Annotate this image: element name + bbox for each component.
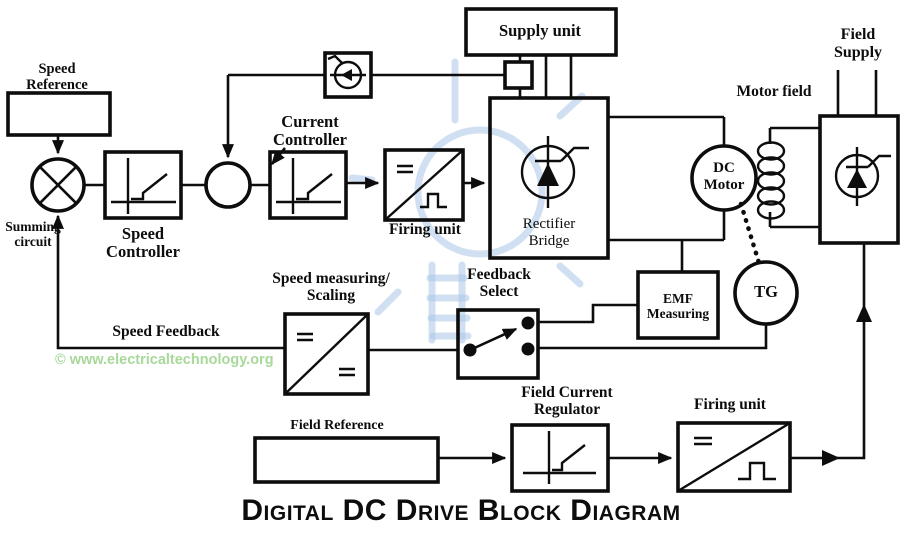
speed-feedback-line bbox=[52, 214, 285, 350]
motor-field-label: Motor field bbox=[736, 83, 812, 100]
field-current-regulator-block bbox=[510, 423, 610, 493]
motor-field-wires bbox=[768, 126, 820, 229]
speed-measuring-label: Speed measuring/ Scaling bbox=[272, 270, 390, 305]
field-reference-box bbox=[253, 436, 440, 484]
speed-reference-label: Speed Reference bbox=[26, 61, 88, 94]
firing-unit-field-block bbox=[676, 421, 792, 493]
lightbulb-watermark bbox=[348, 58, 586, 344]
switch-arm bbox=[469, 327, 518, 352]
adaptation-arrow bbox=[270, 147, 287, 166]
current-sensor-icon bbox=[327, 54, 366, 90]
supply-tap-box bbox=[503, 60, 534, 90]
firing-unit-field-label: Firing unit bbox=[694, 396, 766, 413]
diagram-title: Digital DC Drive Block Diagram bbox=[241, 494, 681, 527]
emf-measuring-block bbox=[636, 270, 720, 340]
field-converter-block bbox=[818, 114, 900, 245]
supply-feeder-lines bbox=[518, 55, 573, 98]
pulse-symbol-field bbox=[738, 461, 776, 481]
thyristor-icon bbox=[520, 136, 589, 208]
current-controller-label: Current Controller bbox=[273, 112, 347, 150]
field-current-regulator-label: Field Current Regulator bbox=[521, 384, 613, 419]
field-supply-label: Field Supply bbox=[833, 26, 883, 61]
dc-equals-symbol-field bbox=[694, 436, 712, 446]
feedback-select-block bbox=[456, 308, 540, 380]
firing2-to-fieldconv-line bbox=[790, 243, 866, 460]
switch-emf-contact-dot bbox=[521, 316, 535, 330]
summing-circuit-symbol bbox=[30, 157, 86, 213]
firing-unit-label: Firing unit bbox=[389, 221, 461, 238]
field-thyristor-icon bbox=[834, 147, 891, 206]
current-controller-block bbox=[268, 147, 348, 220]
field-supply-lines bbox=[836, 70, 878, 116]
armature-bottom-line bbox=[608, 210, 726, 242]
field-reference-label: Field Reference bbox=[290, 418, 384, 433]
equals-upper-symbol bbox=[297, 332, 313, 342]
speed-controller-label: Speed Controller bbox=[106, 224, 180, 262]
switch-tg-contact-dot bbox=[521, 342, 535, 356]
dc-equals-symbol bbox=[397, 164, 413, 174]
armature-top-line bbox=[608, 115, 726, 146]
summing-circuit-label: Summing circuit bbox=[5, 219, 61, 250]
equals-lower-symbol bbox=[339, 367, 355, 377]
field-line-right-arrowhead bbox=[822, 450, 840, 466]
pulse-symbol bbox=[420, 192, 447, 209]
rectifier-bridge-label: Rectifier Bridge bbox=[522, 216, 576, 249]
tg-label: TG bbox=[754, 282, 778, 301]
tachogenerator-circle bbox=[733, 260, 799, 326]
motor-tg-coupling-dotted bbox=[738, 201, 762, 266]
dc-motor-label: DC Motor bbox=[703, 160, 745, 193]
dc-motor-circle bbox=[690, 144, 758, 212]
field-line-up-arrowhead bbox=[856, 304, 872, 322]
field-coil bbox=[756, 141, 786, 220]
supply-unit-box bbox=[464, 7, 618, 57]
speed-reference-box bbox=[6, 91, 112, 137]
speed-feedback-label: Speed Feedback bbox=[112, 323, 220, 340]
speed-controller-block bbox=[103, 150, 183, 220]
tg-to-switch-line bbox=[538, 324, 768, 350]
supply-unit-label: Supply unit bbox=[498, 21, 582, 40]
emf-to-switch-line bbox=[538, 303, 638, 324]
current-sensor-block bbox=[323, 51, 373, 99]
firing-unit-main-block bbox=[383, 148, 465, 222]
signal-lines bbox=[52, 55, 878, 466]
current-summing-junction bbox=[204, 161, 252, 209]
site-watermark: © www.electricaltechnology.org bbox=[55, 352, 274, 368]
emf-measuring-label: EMF Measuring bbox=[646, 291, 710, 322]
rectifier-bridge-block bbox=[488, 96, 610, 260]
speed-measuring-block bbox=[283, 312, 370, 396]
feedback-select-label: Feedback Select bbox=[467, 266, 531, 301]
